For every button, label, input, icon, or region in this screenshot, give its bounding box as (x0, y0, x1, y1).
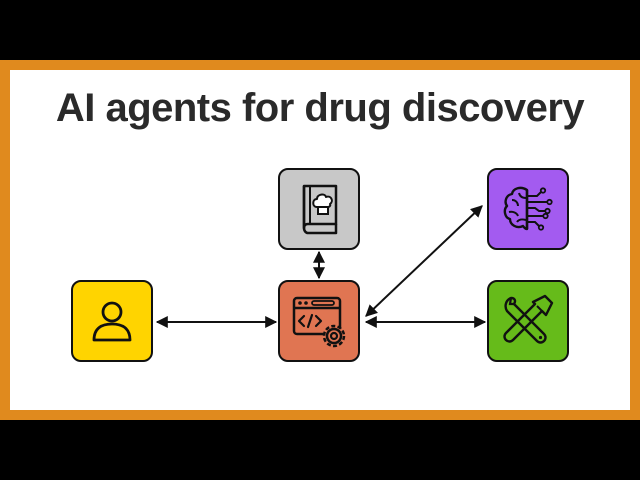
ai-model-node (487, 168, 569, 250)
user-node (71, 280, 153, 362)
code-settings-icon (292, 296, 346, 348)
chef-hat-book-icon (302, 184, 338, 235)
agent-node (278, 280, 360, 362)
wrench-hammer-icon (503, 294, 554, 344)
brain-circuit-icon (503, 186, 553, 231)
tools-node (487, 280, 569, 362)
user-icon (92, 301, 132, 342)
recipe-book-node (278, 168, 360, 250)
page-title: AI agents for drug discovery (55, 86, 585, 130)
